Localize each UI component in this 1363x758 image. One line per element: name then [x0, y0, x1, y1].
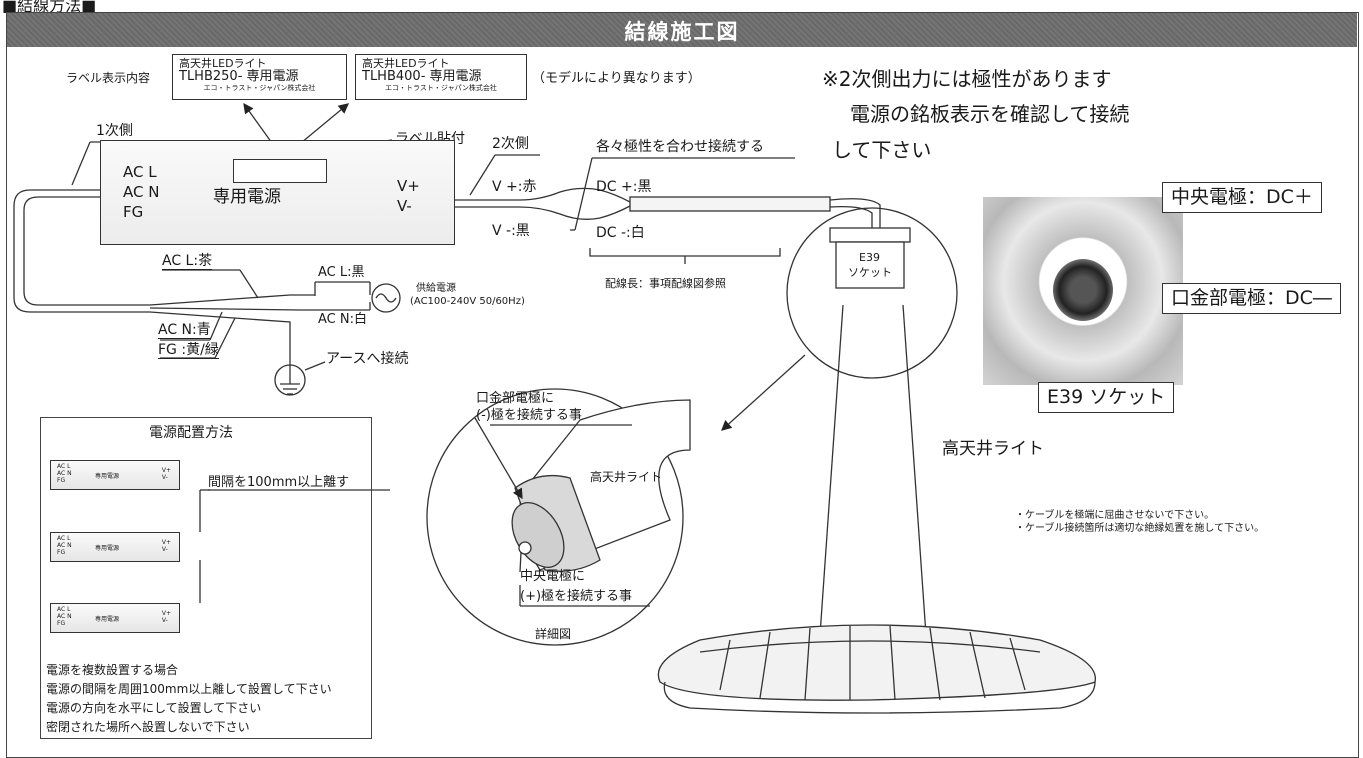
diagram-title: 結線施工図 [624, 20, 740, 44]
mini-vm: V- [161, 617, 168, 624]
mini-vp: V+ [161, 467, 171, 474]
label-line1: 高天井LEDライト [179, 57, 267, 70]
label-line2: TLHB400- 専用電源 [362, 69, 482, 84]
fg-yellow-green-label: FG :黄/緑 [158, 342, 219, 359]
psu-fg: FG [123, 203, 144, 221]
match-polarity-label: 各々極性を合わせ接続する [596, 139, 764, 155]
label-box-tlhb250: 高天井LEDライト TLHB250- 専用電源 エコ・トラスト・ジャパン株式会社 [172, 54, 347, 100]
psu-v-plus: V+ [397, 177, 420, 195]
label-line1: 高天井LEDライト [362, 57, 450, 70]
v-minus-black: V -:黒 [492, 223, 530, 239]
mini-fg: FG [57, 549, 66, 556]
dc-plus-black: DC +:黒 [596, 179, 652, 195]
psu-v-minus: V- [397, 197, 412, 215]
mini-acl: AC L [57, 606, 71, 613]
power-supply-unit: AC L AC N FG 専用電源 V+ V- [100, 140, 455, 245]
psu-ac-n: AC N [123, 183, 160, 201]
label-maker: エコ・トラスト・ジャパン株式会社 [203, 84, 316, 92]
primary-side-label: 1次側 [96, 123, 133, 139]
mini-acl: AC L [57, 535, 71, 542]
socket-label-1: E39 [859, 251, 880, 264]
earth-label: アースへ接続 [326, 351, 409, 367]
mini-name: 専用電源 [95, 616, 120, 623]
section-heading: ■結線方法■ [2, 0, 97, 15]
psu-name: 専用電源 [213, 187, 281, 207]
label-maker: エコ・トラスト・ジャパン株式会社 [385, 84, 497, 92]
mini-vp: V+ [161, 610, 171, 617]
ac-l-black-label: AC L:黒 [318, 265, 365, 280]
mini-acl: AC L [57, 463, 71, 470]
mini-acn: AC N [57, 470, 72, 477]
dc-minus-white: DC -:白 [596, 225, 645, 241]
caution-2: ・ケーブル接続箇所は適切な絶縁処置を施して下さい。 [1015, 523, 1265, 534]
mini-name: 専用電源 [95, 545, 120, 552]
mini-fg: FG [57, 620, 66, 627]
label-sticker-area [233, 159, 327, 183]
socket-center-hole [1053, 259, 1113, 321]
mini-acn: AC N [57, 613, 72, 620]
label-box-tlhb400: 高天井LEDライト TLHB400- 専用電源 エコ・トラスト・ジャパン株式会社 [355, 54, 527, 100]
socket-photo [983, 197, 1183, 385]
polarity-warning-2: 電源の銘板表示を確認して接続 [850, 102, 1130, 126]
detail-center-1: 中央電極に [520, 569, 586, 584]
caution-1: ・ケーブルを極端に屈曲させないで下さい。 [1015, 510, 1215, 521]
mini-fg: FG [57, 477, 66, 484]
label-line2: TLHB250- 専用電源 [179, 69, 299, 84]
detail-light: 高天井ライト [590, 470, 663, 484]
polarity-warning-3: して下さい [832, 138, 932, 162]
detail-caption: 詳細図 [535, 627, 572, 641]
mini-name: 専用電源 [95, 473, 120, 480]
placement-note-1: 電源を複数設置する場合 [46, 663, 179, 677]
mini-vp: V+ [161, 539, 171, 546]
v-plus-red: V +:赤 [492, 179, 537, 195]
mini-acn: AC N [57, 542, 72, 549]
placement-title: 電源配置方法 [149, 425, 233, 441]
ac-n-blue-label: AC N:青 [158, 322, 211, 339]
mini-vm: V- [161, 474, 168, 481]
placement-note-2: 電源の間隔を周囲100mm以上離して設置して下さい [46, 682, 332, 696]
detail-center-2: (+)極を接続する事 [520, 589, 633, 604]
wire-length-note: 配線長：事項配線図参照 [605, 277, 726, 290]
title-bar: 結線施工図 [7, 13, 1357, 47]
mini-vm: V- [161, 546, 168, 553]
placement-note-4: 密閉された場所へ設置しないで下さい [46, 720, 250, 734]
socket-callout: E39 ソケット [1038, 382, 1175, 413]
placement-gap-label: 間隔を100mm以上離す [208, 475, 350, 490]
supply-title: 供給電源 [416, 283, 456, 294]
secondary-side-label: 2次側 [492, 136, 529, 152]
placement-note-3: 電源の方向を水平にして設置して下さい [46, 701, 262, 715]
polarity-warning-1: ※2次側出力には極性があります [822, 67, 1112, 91]
placement-box: 電源配置方法 [40, 417, 372, 739]
high-ceiling-light-label: 高天井ライト [942, 439, 1044, 459]
base-electrode-callout: 口金部電極：DC― [1162, 283, 1341, 314]
label-section-heading: ラベル表示内容 [66, 71, 151, 85]
detail-base-2: (-)極を接続する事 [476, 408, 582, 423]
ac-l-brown-label: AC L:茶 [162, 253, 213, 270]
supply-spec: (AC100-240V 50/60Hz) [410, 296, 525, 307]
psu-ac-l: AC L [123, 163, 157, 181]
model-note: （モデルにより異なります） [532, 71, 701, 86]
socket-label-2: ソケット [848, 266, 892, 279]
detail-base-1: 口金部電極に [476, 391, 555, 406]
ac-n-white-label: AC N:白 [318, 312, 367, 327]
center-electrode-callout: 中央電極：DC＋ [1162, 182, 1322, 213]
